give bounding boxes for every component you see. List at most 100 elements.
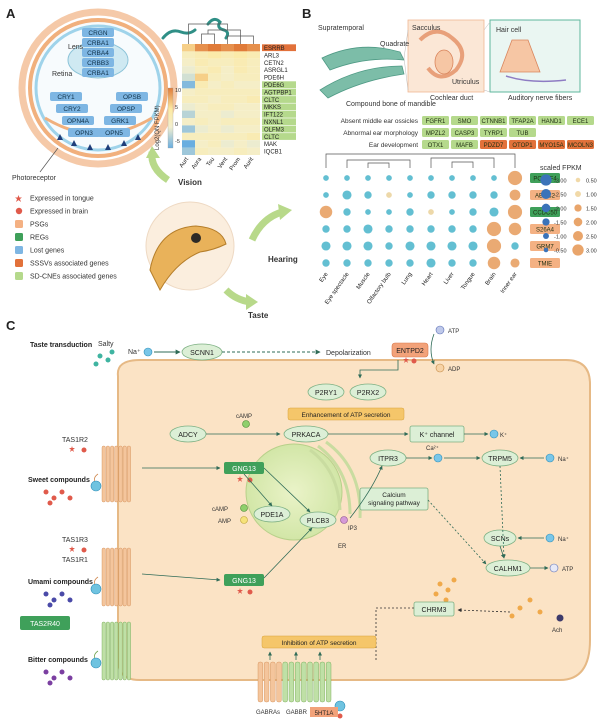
ear-gene-label: CASP3 (455, 131, 475, 137)
heatmap-cell (234, 118, 247, 126)
receptor-helix (110, 621, 115, 681)
dotplot-dot (486, 238, 502, 254)
sacculus-label: Sacculus (412, 25, 441, 32)
na-ion-icon-scna (545, 533, 555, 543)
ear-gene-label: MYO15A (539, 143, 563, 149)
hearing-label: Hearing (268, 255, 298, 264)
retina-gene-label-right: OPSP (117, 106, 135, 113)
gng13-sweet-node (224, 462, 264, 474)
heatmap-cell (182, 103, 195, 111)
receptor-helix (126, 621, 131, 681)
ca-ion-icon (433, 453, 443, 463)
heatmap-gene-label: MAK (264, 142, 277, 148)
bottom-receptor-helix (319, 661, 326, 703)
dotplot-dot (323, 192, 329, 198)
dotplot-dot (507, 170, 523, 186)
retina-gene-box-left (62, 116, 94, 125)
heatmap-cell (221, 88, 234, 96)
na-ion-label-scna: Na⁺ (558, 536, 569, 543)
trpm5-label: TRPM5 (488, 456, 512, 463)
heatmap-gene-label: OLFM3 (264, 127, 285, 133)
retina-gene-label-left: CRY1 (57, 94, 75, 101)
entpd2-node (391, 342, 429, 358)
scale-title: scaled FPKM (540, 165, 582, 172)
heatmap-cell (195, 147, 208, 155)
mandible-bone (319, 65, 405, 99)
heatmap-cell (221, 44, 234, 52)
atp-out-icon (549, 563, 559, 573)
heatmap-cell (195, 103, 208, 111)
heatmap-gene-label: NXNL1 (264, 120, 284, 126)
heatmap-cell (208, 110, 221, 118)
ear-gene-box (480, 140, 507, 149)
heatmap-cell (247, 81, 260, 89)
heatmap-cell (182, 73, 195, 81)
umami-particles (43, 591, 73, 608)
heatmap-gene-label: ASRGL1 (264, 68, 288, 74)
dotplot-dot (343, 225, 351, 233)
ear-gene-box (422, 116, 449, 125)
dotplot-dot (385, 225, 393, 233)
bitter-label: Bitter compounds (28, 657, 88, 664)
pde1a-label: PDE1A (261, 512, 284, 519)
receptor-helix (114, 445, 119, 503)
bottom-receptor-helix (276, 661, 282, 703)
heatmap-gene-highlight (262, 81, 296, 89)
camp-icon-left (240, 504, 248, 512)
dotplot-dot (365, 175, 371, 181)
heatmap-tissue-label: Vent (217, 156, 229, 170)
receptor-helix (126, 445, 131, 503)
ip3-label: IP3 (348, 526, 358, 532)
ear-gene-box (480, 128, 507, 137)
dotplot-dot (487, 256, 501, 270)
heatmap-ylabel: Log2(QN FPKM) (155, 105, 161, 150)
ach-label: Ach (552, 628, 562, 634)
dotplot-dot (344, 175, 350, 181)
heatmap-cell (234, 44, 247, 52)
heatmap-gene-label: IFT122 (264, 113, 284, 119)
atp-to-receptors-arrow (358, 360, 399, 379)
heatmap-cell (247, 51, 260, 59)
heatmap-cell (195, 125, 208, 133)
tas2r40-label: TAS2R40 (30, 621, 60, 628)
retina-gene-label-left: OPN3 (75, 130, 93, 137)
hair-cell-shape (499, 39, 541, 73)
scale-dot (573, 231, 583, 241)
trpm5-calhm1-arrow (499, 465, 506, 559)
heatmap-cell (234, 66, 247, 74)
itpr3-label: ITPR3 (378, 456, 398, 463)
heatmap-cell (247, 66, 260, 74)
dotplot-gene-label: CCDC50 (533, 211, 558, 217)
dotplot-dot (365, 209, 371, 215)
vision-label: Vision (178, 178, 202, 187)
dotplot-dot (448, 259, 456, 267)
ach-chrm3-arrow (457, 608, 511, 613)
legend-label: Lost genes (30, 248, 65, 255)
gng13-umami-dot (247, 589, 253, 595)
dotplot-scale: -3.00-2.50-2.00-1.50-1.00-0.500.501.001.… (540, 174, 597, 256)
heatmap-cell (221, 51, 234, 59)
heatmap-cell (247, 95, 260, 104)
heatmap-cell (234, 51, 247, 59)
tas2r40-node (20, 616, 70, 630)
ear-gene-label: TUB (517, 131, 529, 137)
heatmap-gene-label: AGTPBP1 (264, 90, 292, 96)
taste-transduction-title: Taste transduction (30, 342, 92, 349)
heatmap-gene-highlight (262, 118, 296, 126)
ear-gene-box (451, 140, 478, 149)
chrm3-label: CHRM3 (422, 607, 447, 614)
receptor-helix (122, 445, 127, 503)
heatmap-cell (247, 110, 260, 118)
ear-gene-label: TYRP1 (484, 131, 504, 137)
scale-dot (543, 247, 549, 253)
snake-head-shape (149, 225, 227, 292)
colorbar-tick-label: -5 (175, 139, 180, 145)
heatmap-cell (208, 132, 221, 141)
receptor-ligand-site (90, 583, 102, 595)
heatmap-cell (208, 125, 221, 133)
dotplot-tissue-label: Inner ear (500, 272, 519, 295)
dotplot-dot (427, 225, 435, 233)
dotplot-tissue-label: Heart (421, 271, 435, 287)
dotplot-dot (406, 208, 414, 216)
